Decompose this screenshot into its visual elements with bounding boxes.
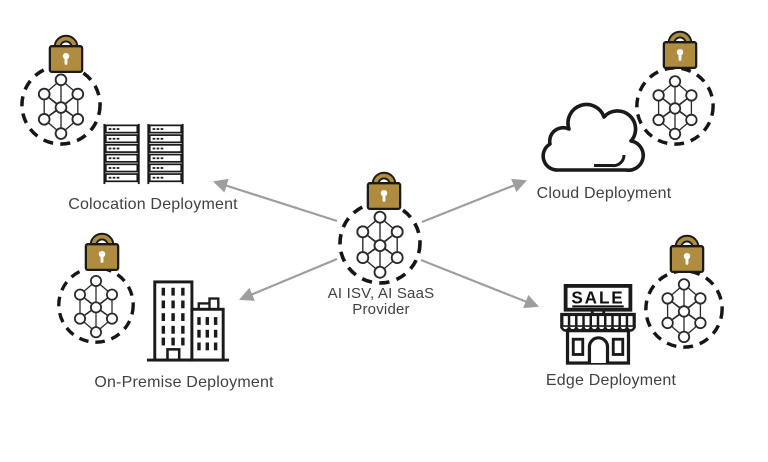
- cloud-padlock-icon: [661, 22, 699, 70]
- edge-padlock-icon: [668, 226, 706, 274]
- on-premise-padlock-icon: [83, 224, 121, 272]
- colocation-secured-ai-model-icon: [19, 63, 103, 147]
- server-racks-icon: [103, 123, 184, 185]
- arrow-provider-to-cloud: [421, 178, 527, 224]
- colocation-deployment-label: Colocation Deployment: [68, 196, 238, 213]
- cloud-secured-ai-model-icon: [634, 65, 716, 147]
- arrow-provider-to-edge: [420, 258, 539, 309]
- on-premise-secured-ai-model-icon: [56, 265, 136, 345]
- edge-secured-ai-model-icon: [643, 268, 725, 350]
- arrow-provider-to-colocation: [212, 178, 338, 223]
- on-premise-deployment-label: On-Premise Deployment: [94, 374, 274, 391]
- colocation-padlock-icon: [47, 26, 85, 74]
- provider-padlock-icon: [365, 163, 403, 211]
- arrow-provider-to-on-premise: [239, 257, 338, 301]
- provider-secured-ai-model-icon: [337, 200, 423, 286]
- cloud-deployment-label: Cloud Deployment: [536, 185, 672, 202]
- provider-label: AI ISV, AI SaaS Provider: [328, 286, 435, 318]
- provider-label-line1: AI ISV, AI SaaS: [327, 285, 435, 302]
- provider-label-line2: Provider: [352, 301, 410, 318]
- edge-deployment-label: Edge Deployment: [545, 372, 677, 389]
- storefront-icon: SALE: [560, 284, 636, 365]
- sale-sign-text: SALE: [571, 288, 624, 308]
- cloud-icon: [541, 102, 645, 172]
- office-buildings-icon: [146, 280, 230, 362]
